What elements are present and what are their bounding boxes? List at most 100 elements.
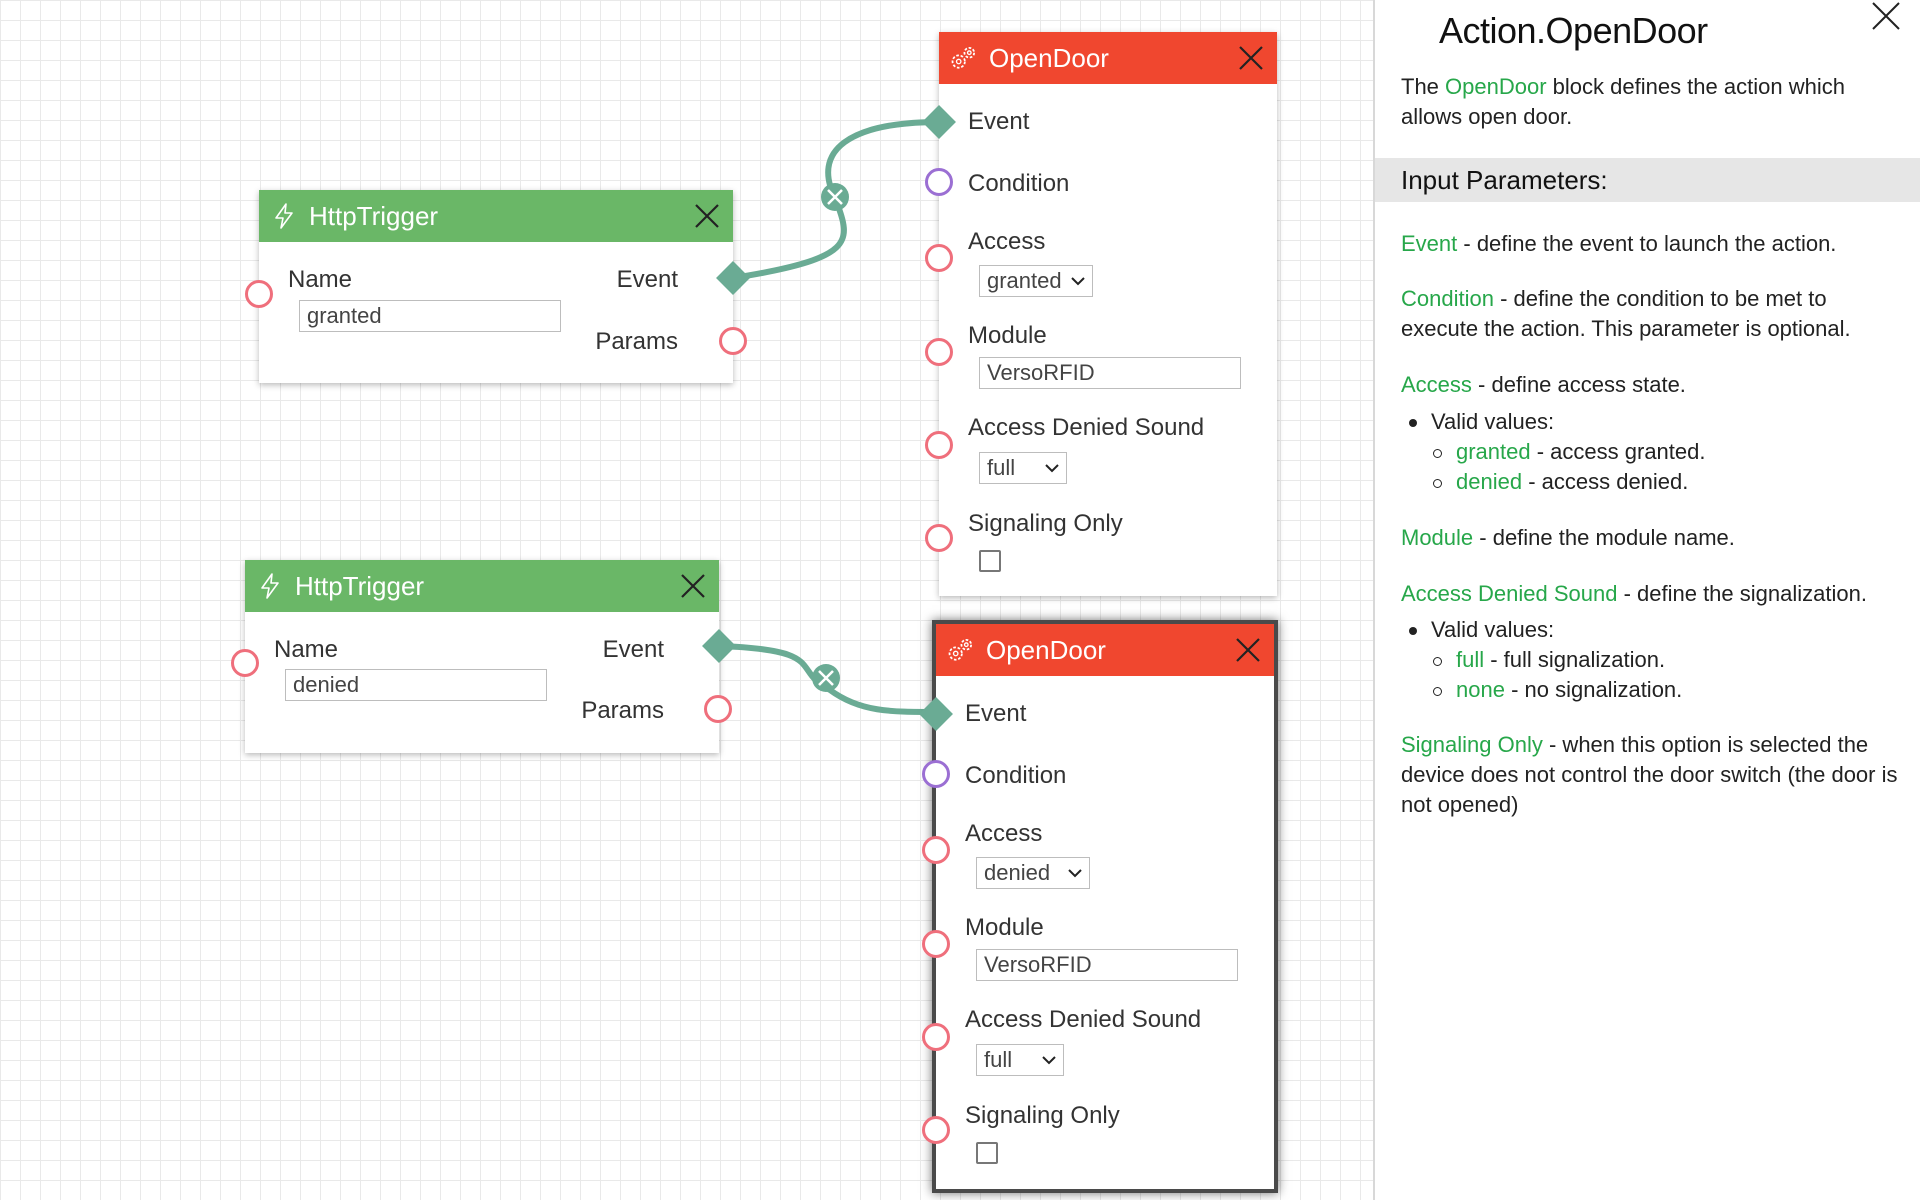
sound-input-port[interactable] [922,1023,950,1051]
gears-icon [946,635,976,665]
event-term: Event [1401,231,1458,256]
close-icon[interactable] [667,560,719,612]
lightning-icon [255,571,285,601]
access-select[interactable]: denied [976,857,1090,889]
close-icon[interactable] [1222,624,1274,676]
wire-delete-handle-1[interactable] [821,183,849,211]
help-event: Event - define the event to launch the a… [1401,229,1900,259]
bullet-icon [1409,419,1417,428]
sound-valid-values: Valid values: [1409,615,1554,645]
value-desc: - access denied. [1522,469,1689,494]
bullet-icon [1409,627,1417,636]
sound-valid-label: Valid values: [1431,617,1555,642]
intro-text: The [1401,74,1446,99]
access-denied-sound-label: Access Denied Sound [968,414,1205,441]
value-term: denied [1456,469,1523,494]
access-select[interactable]: granted [979,265,1093,297]
trigger-header[interactable]: HttpTrigger [245,560,719,612]
bullet-circle-icon [1433,448,1442,458]
module-input-port[interactable] [922,930,950,958]
sound-desc: - define the signalization. [1617,581,1867,606]
access-label: Access [965,820,1043,847]
access-denied-sound-select[interactable]: full [979,452,1067,484]
signaling-only-label: Signaling Only [965,1102,1120,1129]
close-icon[interactable] [1870,0,1906,36]
sound-select-value: full [984,1047,1013,1072]
event-output-label: Event [602,636,664,663]
trigger-title: HttpTrigger [295,570,425,601]
sound-input-port[interactable] [925,431,953,459]
signaling-only-label: Signaling Only [968,510,1123,537]
module-desc: - define the module name. [1473,525,1735,550]
sound-value-full: full - full signalization. [1433,645,1665,675]
action-title: OpenDoor [989,42,1109,73]
value-term: none [1456,677,1505,702]
params-output-label: Params [581,697,664,724]
gears-icon [949,43,979,73]
bullet-circle-icon [1433,686,1442,696]
chevron-down-icon [1035,1045,1063,1075]
chevron-down-icon [1061,858,1089,888]
value-desc: - access granted. [1530,439,1706,464]
module-input-port[interactable] [925,338,953,366]
wire-delete-handle-2[interactable] [812,664,840,692]
value-term: granted [1456,439,1531,464]
access-input-port[interactable] [922,836,950,864]
access-input-port[interactable] [925,244,953,272]
http-trigger-block-1[interactable]: HttpTrigger Name granted Event Params [259,190,733,383]
params-output-label: Params [595,328,678,355]
module-input[interactable]: VersoRFID [976,949,1238,981]
help-signaling: Signaling Only - when this option is sel… [1401,730,1900,820]
access-denied-sound-select[interactable]: full [976,1044,1064,1076]
sound-term: Access Denied Sound [1401,581,1618,606]
help-sound: Access Denied Sound - define the signali… [1401,579,1900,609]
signaling-term: Signaling Only [1401,732,1543,757]
name-input-port[interactable] [245,280,273,308]
open-door-block-1[interactable]: OpenDoor Event Condition Access granted … [939,32,1277,596]
close-icon[interactable] [1225,32,1277,84]
module-input[interactable]: VersoRFID [979,357,1241,389]
access-denied-sound-label: Access Denied Sound [965,1006,1202,1033]
event-label: Event [965,700,1027,727]
signaling-only-checkbox[interactable] [979,550,1001,572]
condition-input-port[interactable] [922,760,950,788]
name-input[interactable]: denied [285,669,547,701]
signaling-input-port[interactable] [925,524,953,552]
action-header[interactable]: OpenDoor [939,32,1277,84]
help-intro: The OpenDoor block defines the action wh… [1401,72,1900,132]
condition-term: Condition [1401,286,1494,311]
params-output-port[interactable] [704,695,732,723]
name-label: Name [274,636,339,663]
bullet-circle-icon [1433,478,1442,488]
value-desc: - full signalization. [1484,647,1666,672]
condition-label: Condition [968,170,1070,197]
action-header[interactable]: OpenDoor [936,624,1274,676]
name-label: Name [288,266,353,293]
close-icon[interactable] [681,190,733,242]
value-term: full [1456,647,1485,672]
access-valid-label: Valid values: [1431,409,1555,434]
signaling-only-checkbox[interactable] [976,1142,998,1164]
access-desc: - define access state. [1471,372,1686,397]
params-output-port[interactable] [719,327,747,355]
open-door-block-2[interactable]: OpenDoor Event Condition Access denied M… [936,624,1274,1189]
condition-input-port[interactable] [925,168,953,196]
condition-label: Condition [965,762,1067,789]
module-label: Module [965,914,1044,941]
signaling-desc: - when this option is selected the devic… [1401,732,1898,817]
access-term: Access [1401,372,1472,397]
name-input-port[interactable] [231,649,259,677]
signaling-input-port[interactable] [922,1116,950,1144]
chevron-down-icon [1038,453,1066,483]
workflow-canvas[interactable]: HttpTrigger Name granted Event Params Ht… [0,0,1373,1200]
bullet-circle-icon [1433,656,1442,666]
trigger-header[interactable]: HttpTrigger [259,190,733,242]
http-trigger-block-2[interactable]: HttpTrigger Name denied Event Params [245,560,719,753]
help-module: Module - define the module name. [1401,523,1900,553]
access-value-denied: denied - access denied. [1433,467,1688,497]
condition-desc: - define the condition to be met to exec… [1401,286,1851,341]
name-input[interactable]: granted [299,300,561,332]
module-term: Module [1401,525,1474,550]
connections-layer [718,119,941,715]
module-label: Module [968,322,1047,349]
